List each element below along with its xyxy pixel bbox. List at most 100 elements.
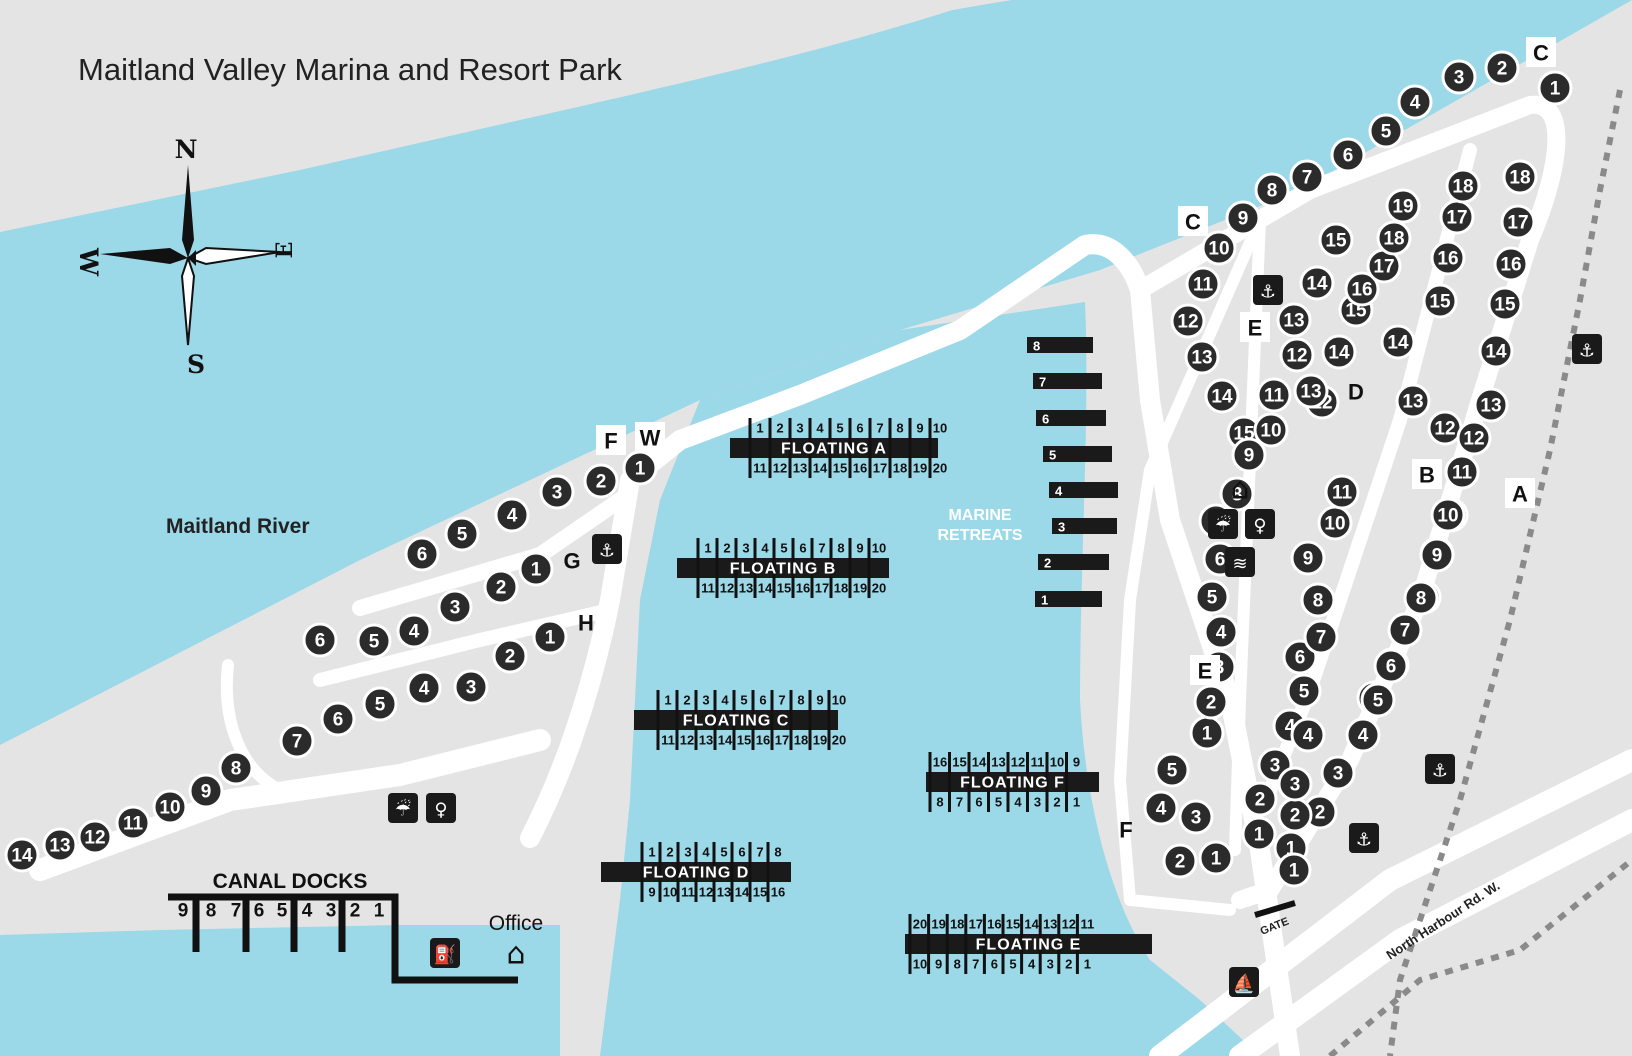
campsite-marker[interactable]: 8 <box>1254 172 1290 208</box>
marine-retreat-slip[interactable]: 1 <box>1035 591 1102 608</box>
campsite-marker[interactable]: 9 <box>188 773 224 809</box>
campsite-marker[interactable]: 16 <box>1344 271 1380 307</box>
campsite-marker[interactable]: 4 <box>1345 717 1381 753</box>
campsite-marker[interactable]: 6 <box>1330 137 1366 173</box>
marine-retreat-slip[interactable]: 3 <box>1052 518 1117 535</box>
campsite-marker[interactable]: 19 <box>1385 188 1421 224</box>
campsite-marker[interactable]: 8 <box>1403 580 1439 616</box>
campsite-marker[interactable]: 11 <box>1444 454 1480 490</box>
campsite-marker[interactable]: 12 <box>1170 303 1206 339</box>
campsite-marker[interactable]: 4 <box>406 670 442 706</box>
campsite-marker[interactable]: 6 <box>1373 648 1409 684</box>
campsite-marker[interactable]: 14 <box>1380 324 1416 360</box>
campsite-marker[interactable]: 2 <box>1277 797 1313 833</box>
campsite-marker[interactable]: 16 <box>1493 246 1529 282</box>
campsite-marker[interactable]: 1 <box>518 551 554 587</box>
campsite-marker[interactable]: 3 <box>539 474 575 510</box>
campsite-marker[interactable]: 3 <box>1178 799 1214 835</box>
campsite-marker[interactable]: 3 <box>437 589 473 625</box>
campsite-marker[interactable]: 2 <box>1302 794 1338 830</box>
campsite-marker[interactable]: 5 <box>1154 752 1190 788</box>
campsite-marker[interactable]: 6 <box>320 701 356 737</box>
campsite-marker[interactable]: 11 <box>1185 266 1221 302</box>
campsite-marker[interactable]: 13 <box>1473 387 1509 423</box>
campsite-marker[interactable]: 13 <box>1293 373 1329 409</box>
campsite-marker[interactable]: 16 <box>1430 240 1466 276</box>
campsite-marker[interactable]: 17 <box>1439 199 1475 235</box>
campsite-marker[interactable]: 10 <box>1253 412 1289 448</box>
campsite-marker[interactable]: 14 <box>4 837 40 873</box>
marine-retreat-slip[interactable]: 6 <box>1036 410 1106 427</box>
campsite-marker[interactable]: 8 <box>218 750 254 786</box>
campsite-marker[interactable]: 1 <box>622 450 658 486</box>
campsite-marker[interactable]: 1 <box>1276 852 1312 888</box>
campsite-marker[interactable]: 6 <box>404 536 440 572</box>
campsite-marker[interactable]: 17 <box>1500 204 1536 240</box>
campsite-marker[interactable]: 13 <box>1276 302 1312 338</box>
campsite-marker[interactable]: 15 <box>1422 283 1458 319</box>
campsite-marker[interactable]: 4 <box>1290 717 1326 753</box>
campsite-marker[interactable]: 17 <box>1366 248 1402 284</box>
campsite-marker[interactable]: 2 <box>1242 781 1278 817</box>
campsite-marker[interactable]: 14 <box>1478 333 1514 369</box>
campsite-marker[interactable]: 5 <box>356 623 392 659</box>
campsite-marker[interactable]: 2 <box>583 463 619 499</box>
campsite-marker[interactable]: 12 <box>1279 337 1315 373</box>
marine-retreat-slip[interactable]: 8 <box>1027 337 1093 354</box>
campsite-marker[interactable]: 18 <box>1376 220 1412 256</box>
campsite-marker[interactable]: 5 <box>1286 673 1322 709</box>
campsite-marker[interactable]: 9 <box>1225 200 1261 236</box>
campsite-marker[interactable]: 9 <box>1231 437 1267 473</box>
campsite-marker[interactable]: 14 <box>1321 334 1357 370</box>
campsite-marker[interactable]: 13 <box>42 827 78 863</box>
campsite-marker[interactable]: 1 <box>1189 715 1225 751</box>
campsite-marker[interactable]: 1 <box>1241 816 1277 852</box>
campsite-marker[interactable]: 10 <box>1317 505 1353 541</box>
campsite-marker[interactable]: 11 <box>115 805 151 841</box>
campsite-marker[interactable]: 3 <box>1320 755 1356 791</box>
campsite-marker[interactable]: 14 <box>1299 265 1335 301</box>
campsite-marker[interactable]: 5 <box>362 686 398 722</box>
campsite-marker[interactable]: 1 <box>532 619 568 655</box>
campsite-marker[interactable]: 2 <box>1484 50 1520 86</box>
campsite-marker[interactable]: 2 <box>1162 843 1198 879</box>
campsite-marker[interactable]: 13 <box>1184 339 1220 375</box>
campsite-marker[interactable]: 4 <box>1203 614 1239 650</box>
campsite-marker[interactable]: 3 <box>1277 766 1313 802</box>
campsite-marker[interactable]: 18 <box>1502 159 1538 195</box>
campsite-marker[interactable]: 7 <box>1289 159 1325 195</box>
campsite-marker[interactable]: 4 <box>1143 790 1179 826</box>
campsite-marker[interactable]: 3 <box>453 669 489 705</box>
marine-retreat-slip[interactable]: 2 <box>1038 554 1109 571</box>
campsite-marker[interactable]: 15 <box>1487 286 1523 322</box>
marine-retreat-slip[interactable]: 4 <box>1049 482 1118 499</box>
campsite-marker[interactable]: 10 <box>1430 497 1466 533</box>
campsite-marker[interactable]: 5 <box>1194 579 1230 615</box>
campsite-marker[interactable]: 15 <box>1318 222 1354 258</box>
campsite-marker[interactable]: 14 <box>1204 378 1240 414</box>
campsite-marker[interactable]: 12 <box>1427 410 1463 446</box>
campsite-marker[interactable]: 4 <box>494 497 530 533</box>
campsite-marker[interactable]: 5 <box>444 516 480 552</box>
campsite-marker[interactable]: 5 <box>1368 113 1404 149</box>
campsite-marker[interactable]: 3 <box>1441 59 1477 95</box>
campsite-marker[interactable]: 2 <box>1193 684 1229 720</box>
campsite-marker[interactable]: 4 <box>396 613 432 649</box>
marine-retreat-slip[interactable]: 7 <box>1033 373 1102 390</box>
campsite-marker[interactable]: 12 <box>1456 420 1492 456</box>
campsite-marker[interactable]: 9 <box>1290 540 1326 576</box>
campsite-marker[interactable]: 11 <box>1256 377 1292 413</box>
campsite-marker[interactable]: 13 <box>1395 383 1431 419</box>
campsite-marker[interactable]: 6 <box>302 622 338 658</box>
campsite-marker[interactable]: 11 <box>1324 474 1360 510</box>
campsite-marker[interactable]: 6 <box>1282 639 1318 675</box>
campsite-marker[interactable]: 7 <box>279 723 315 759</box>
campsite-marker[interactable]: 2 <box>492 638 528 674</box>
campsite-marker[interactable]: 4 <box>1397 84 1433 120</box>
campsite-marker[interactable]: 12 <box>77 819 113 855</box>
campsite-marker[interactable]: 2 <box>483 569 519 605</box>
campsite-marker[interactable]: 7 <box>1303 619 1339 655</box>
campsite-marker[interactable]: 9 <box>1419 537 1455 573</box>
campsite-marker[interactable]: 10 <box>1201 230 1237 266</box>
campsite-marker[interactable]: 5 <box>1360 682 1396 718</box>
